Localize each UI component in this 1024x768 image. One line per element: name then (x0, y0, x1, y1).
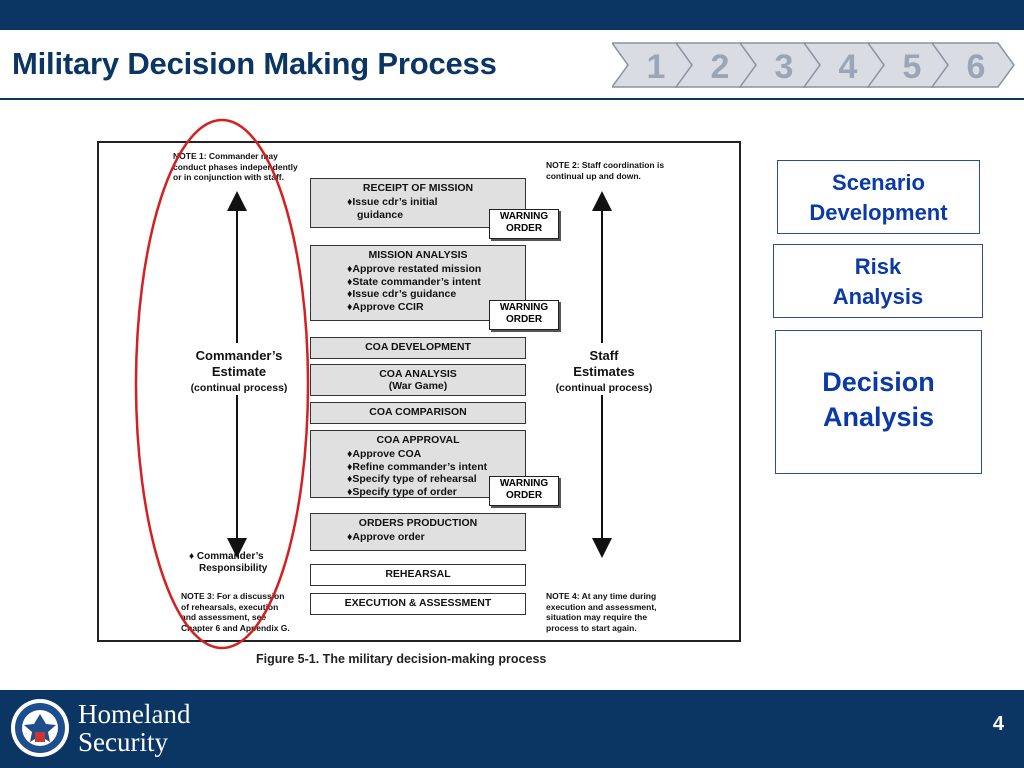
step-receipt-of-mission: RECEIPT OF MISSION Issue cdr’s initial g… (310, 178, 526, 228)
step-chevrons: 1 2 3 4 5 6 (612, 40, 1020, 90)
step-chevron (612, 42, 1015, 88)
step-orders-production: ORDERS PRODUCTION Approve order (310, 513, 526, 551)
step-number: 5 (903, 48, 922, 86)
step-rehearsal: REHEARSAL (310, 564, 526, 586)
step-coa-development: COA DEVELOPMENT (310, 337, 526, 359)
page-number: 4 (992, 713, 1004, 735)
title-rule (0, 98, 1024, 100)
dhs-seal-icon (11, 699, 69, 757)
step-coa-comparison: COA COMPARISON (310, 402, 526, 424)
step-number: 1 (647, 48, 666, 86)
figure-arrows (227, 191, 612, 558)
brand-wordmark: Homeland Security (78, 699, 191, 757)
top-bar (0, 0, 1024, 30)
step-number: 6 (967, 48, 986, 86)
step-number: 4 (839, 48, 858, 86)
scenario-development-box: Scenario Development (777, 160, 980, 234)
slide-title: Military Decision Making Process (12, 46, 497, 81)
step-number: 3 (775, 48, 794, 86)
footer-bar (0, 690, 1024, 768)
note-4: NOTE 4: At any time during execution and… (546, 591, 657, 633)
figure-caption: Figure 5-1. The military decision-making… (256, 652, 547, 666)
decision-analysis-box: Decision Analysis (775, 330, 982, 474)
note-3: NOTE 3: For a discussion of rehearsals, … (181, 591, 290, 633)
note-2: NOTE 2: Staff coordination is continual … (546, 160, 665, 181)
note-1: NOTE 1: Commander may conduct phases ind… (173, 151, 298, 182)
step-execution-assessment: EXECUTION & ASSESSMENT (310, 593, 526, 615)
risk-analysis-box: Risk Analysis (773, 244, 983, 318)
mdmp-figure: NOTE 1: Commander may conduct phases ind… (97, 141, 741, 642)
step-number: 2 (711, 48, 730, 86)
staff-estimates-label: Staff Estimates (continual process) (555, 348, 653, 394)
commanders-estimate-label: Commander’s Estimate (continual process) (190, 348, 288, 394)
commanders-responsibility: ♦ Commander’s Responsibility (189, 551, 268, 574)
step-coa-analysis: COA ANALYSIS (War Game) (310, 364, 526, 396)
